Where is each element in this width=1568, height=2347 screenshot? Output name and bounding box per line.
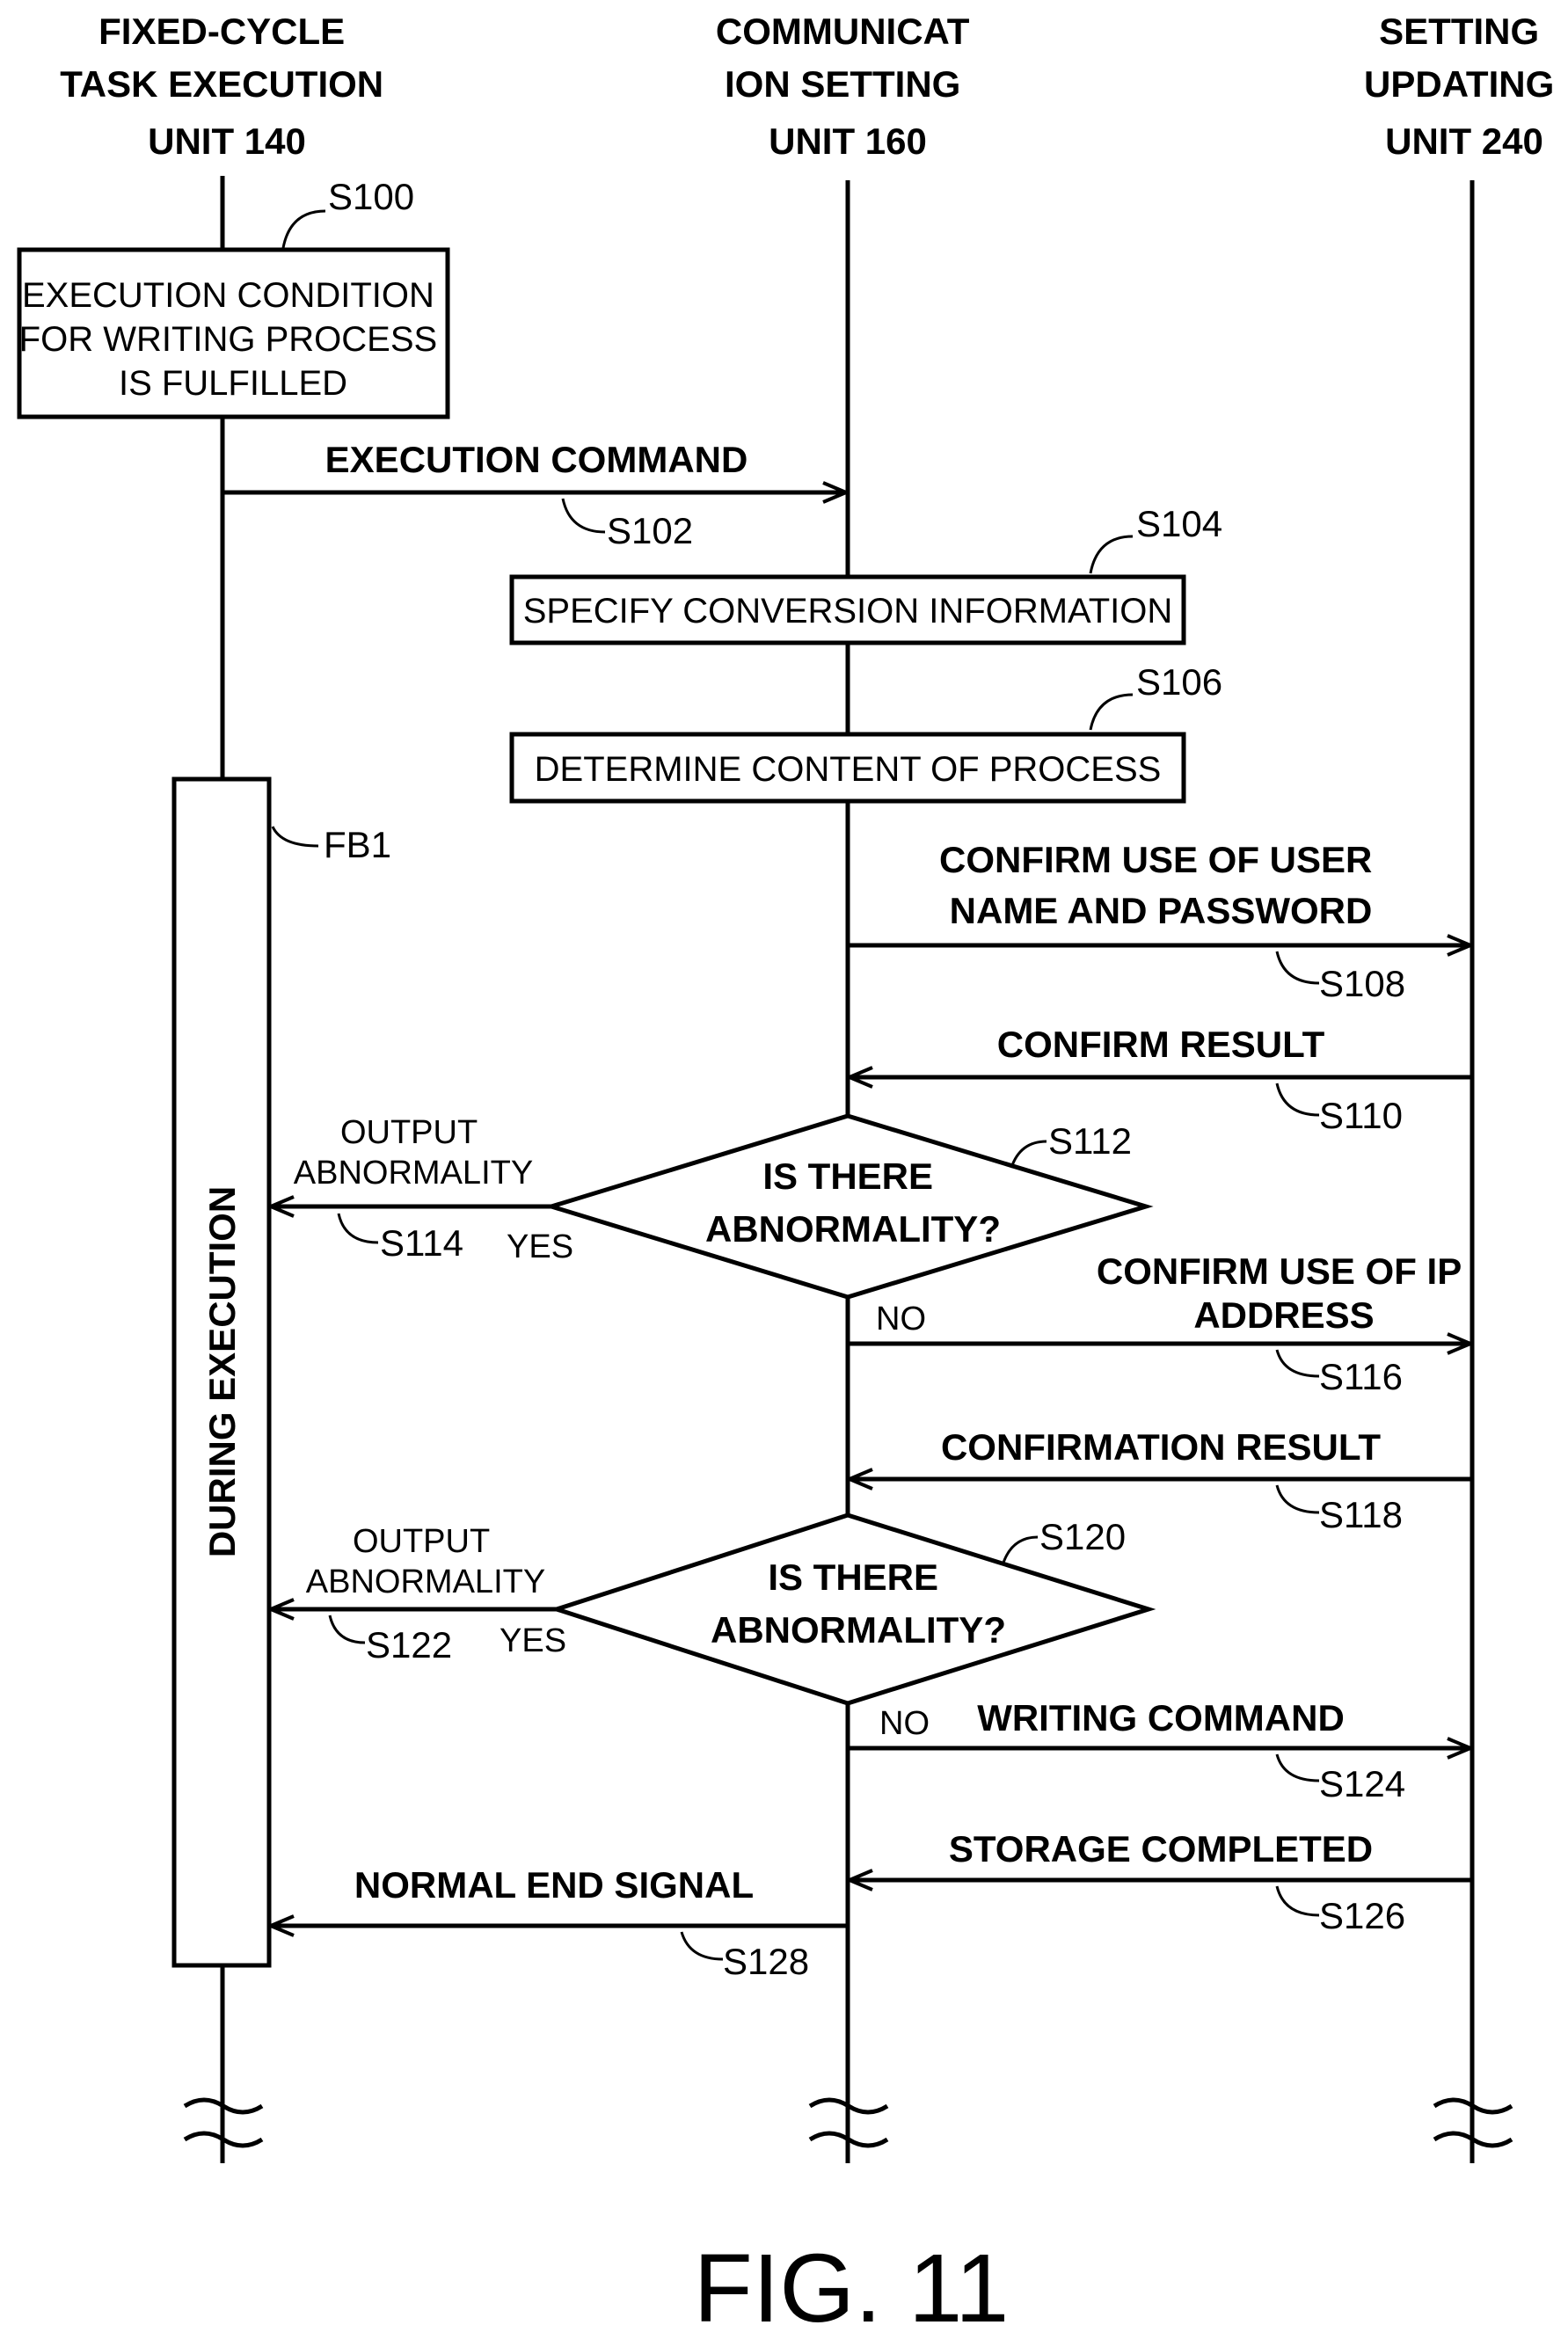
ref-s108: S108 [1319,963,1405,1004]
leader-s128 [682,1932,723,1959]
msg-s108: CONFIRM USE OF USER NAME AND PASSWORD [939,839,1382,931]
msg-s126: STORAGE COMPLETED [949,1828,1373,1870]
lane-header-setting-updating: SETTING UPDATING UNIT 240 [1364,11,1564,162]
leader-s126 [1277,1886,1319,1915]
ref-s104: S104 [1136,503,1222,544]
leader-s102 [563,499,605,532]
ref-s118: S118 [1319,1494,1403,1535]
no-label-s120: NO [879,1705,930,1742]
ref-s124: S124 [1319,1763,1405,1804]
ref-s106: S106 [1136,661,1222,703]
ref-s122: S122 [366,1624,452,1665]
step-s106-text: DETERMINE CONTENT OF PROCESS [535,750,1162,789]
ref-s100: S100 [328,176,414,217]
leader-s100 [283,211,325,248]
msg-s116: CONFIRM USE OF IP ADDRESS [1097,1250,1471,1336]
leader-s124 [1277,1754,1319,1781]
msg-s122: OUTPUT ABNORMALITY [306,1523,545,1600]
ref-fb1: FB1 [324,824,391,865]
leader-s122 [330,1615,365,1643]
msg-s118: CONFIRMATION RESULT [941,1426,1381,1468]
yes-label-s112: YES [507,1228,573,1265]
msg-s114: OUTPUT ABNORMALITY [294,1114,533,1192]
yes-label-s120: YES [500,1622,566,1659]
leader-s120 [1003,1537,1038,1565]
leader-s118 [1277,1485,1319,1512]
msg-s110: CONFIRM RESULT [997,1024,1325,1065]
leader-fb1 [273,827,318,846]
execution-bar-label: DURING EXECUTION [201,1186,243,1557]
leader-s116 [1277,1350,1319,1376]
leader-s106 [1090,695,1133,730]
no-label-s112: NO [876,1301,926,1337]
lane-header-task-execution: FIXED-CYCLE TASK EXECUTION UNIT 140 [60,11,394,162]
ref-s116: S116 [1319,1356,1403,1397]
ref-s120: S120 [1039,1516,1126,1557]
figure-label: FIG. 11 [694,2234,1010,2343]
ref-s126: S126 [1319,1895,1405,1936]
msg-s124: WRITING COMMAND [977,1697,1345,1738]
ref-s102: S102 [607,510,693,551]
ref-s128: S128 [723,1941,809,1982]
ref-s112: S112 [1048,1120,1132,1162]
leader-s110 [1277,1083,1319,1115]
leader-s112 [1011,1141,1047,1168]
ref-s110: S110 [1319,1095,1403,1136]
step-s104-text: SPECIFY CONVERSION INFORMATION [523,592,1173,630]
msg-s102: EXECUTION COMMAND [325,439,748,480]
msg-s128: NORMAL END SIGNAL [354,1864,754,1906]
ref-s114: S114 [380,1222,463,1264]
leader-s114 [339,1214,378,1243]
lane-header-communication-setting: COMMUNICAT ION SETTING UNIT 160 [716,11,980,162]
leader-s104 [1090,536,1133,573]
leader-s108 [1277,951,1319,983]
